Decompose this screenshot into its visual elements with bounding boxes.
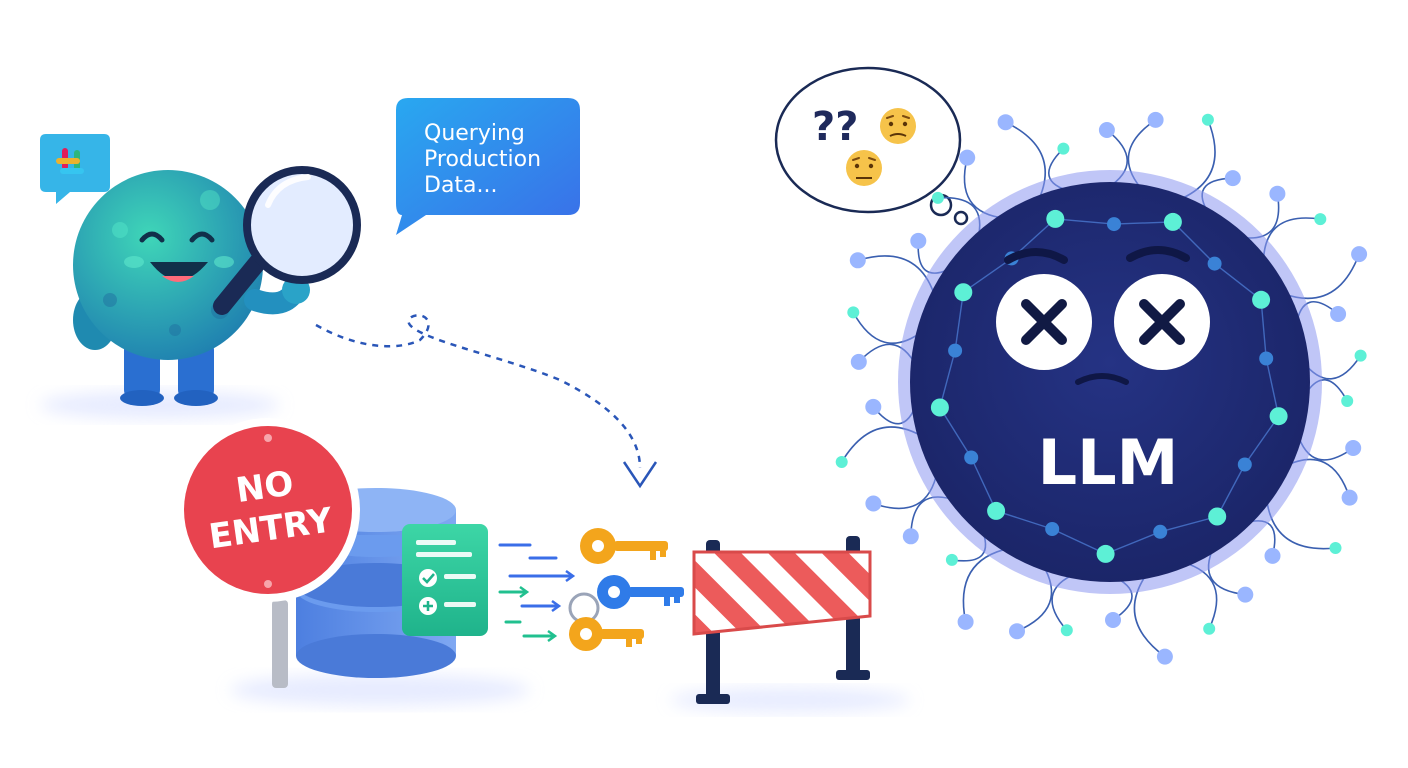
network-link xyxy=(1160,515,1218,533)
sign-line-1: NO xyxy=(234,463,296,511)
network-node xyxy=(1203,622,1216,635)
speech-bubble-line-2: Production xyxy=(424,147,541,172)
network-link xyxy=(1113,221,1173,225)
confused-face-icon xyxy=(880,108,916,144)
network-node xyxy=(997,114,1014,131)
confused-face-icon xyxy=(846,150,882,186)
network-node xyxy=(948,343,963,358)
network-node xyxy=(849,252,866,269)
network-node xyxy=(1224,170,1241,187)
network-node xyxy=(1147,111,1164,128)
network-node xyxy=(931,191,944,204)
network-node xyxy=(1045,522,1060,536)
speech-bubble-line-1: Querying xyxy=(424,121,525,146)
network-node xyxy=(1156,648,1173,665)
network-node xyxy=(1201,113,1214,126)
database-shadow xyxy=(230,674,530,706)
magnifying-glass-icon xyxy=(213,166,361,315)
creature-character xyxy=(73,170,310,406)
no-entry-sign: NO ENTRY xyxy=(176,418,360,688)
speech-bubble: Querying Production Data... xyxy=(396,98,580,235)
network-node xyxy=(1314,213,1327,226)
network-node xyxy=(987,501,1006,520)
network-node xyxy=(957,613,974,630)
network-node xyxy=(835,456,848,468)
llm-face: LLM xyxy=(996,246,1210,499)
network-node xyxy=(1354,349,1367,362)
network-node xyxy=(850,353,867,370)
network-node xyxy=(865,495,882,512)
key-icon-top xyxy=(580,528,668,564)
llm-label: LLM xyxy=(1038,426,1179,499)
x-eye-icon xyxy=(996,274,1092,370)
chat-app-logo-icon xyxy=(40,134,110,204)
network-link xyxy=(1244,415,1280,465)
key-icon-middle xyxy=(568,575,684,624)
speech-bubble-line-3: Data... xyxy=(424,173,498,198)
key-icon-bottom xyxy=(569,617,644,651)
network-node xyxy=(1269,185,1286,202)
network-node xyxy=(1351,246,1368,263)
network-node xyxy=(1264,547,1281,564)
network-node xyxy=(1096,544,1115,563)
barrier-shadow xyxy=(670,688,910,712)
network-node xyxy=(1153,524,1168,539)
network-link xyxy=(1105,531,1161,555)
network-node xyxy=(959,149,976,166)
network-link xyxy=(1214,263,1262,301)
network-node xyxy=(954,283,973,302)
network-link xyxy=(939,407,972,458)
network-node xyxy=(1269,407,1288,426)
network-node xyxy=(910,232,927,249)
network-link xyxy=(970,457,997,512)
network-node xyxy=(1060,624,1073,637)
network-link xyxy=(1055,218,1115,225)
network-link xyxy=(1216,464,1246,517)
network-link xyxy=(1051,528,1106,555)
network-link xyxy=(962,257,1013,293)
network-node xyxy=(1252,290,1271,309)
data-flow-arrows xyxy=(498,543,576,643)
network-node xyxy=(930,398,949,417)
question-marks: ?? xyxy=(812,104,858,150)
network-node xyxy=(902,528,919,545)
network-link xyxy=(1172,221,1216,265)
network-link xyxy=(1265,358,1280,417)
network-node xyxy=(1329,542,1342,554)
network-node xyxy=(1237,457,1252,472)
network-node xyxy=(1341,489,1358,506)
network-node xyxy=(945,553,958,566)
network-node xyxy=(1046,209,1065,228)
network-node xyxy=(847,306,860,319)
network-link xyxy=(1260,299,1267,359)
network-node xyxy=(1345,440,1362,456)
network-node xyxy=(1207,256,1222,271)
network-node xyxy=(1163,212,1182,231)
thought-bubble: ?? xyxy=(774,66,969,226)
document-checklist-icon xyxy=(402,524,488,636)
network-node xyxy=(964,450,979,465)
dashed-path-arrow xyxy=(315,314,658,489)
network-node xyxy=(1098,122,1115,138)
network-node xyxy=(1237,586,1254,603)
x-eye-icon xyxy=(1114,274,1210,370)
network-node xyxy=(1105,612,1121,628)
network-node xyxy=(1259,351,1274,366)
network-node xyxy=(1341,395,1354,407)
road-barrier-icon xyxy=(692,536,872,704)
network-node xyxy=(1107,217,1121,232)
llm-sphere xyxy=(898,170,1322,594)
network-node xyxy=(1009,623,1025,640)
network-link xyxy=(995,510,1053,530)
network-node xyxy=(1330,306,1347,322)
network-link xyxy=(954,292,964,351)
creature-shadow xyxy=(40,391,280,419)
network-link xyxy=(939,350,956,408)
network-node xyxy=(1208,507,1227,526)
network-node xyxy=(865,398,882,415)
network-node xyxy=(1057,142,1070,155)
